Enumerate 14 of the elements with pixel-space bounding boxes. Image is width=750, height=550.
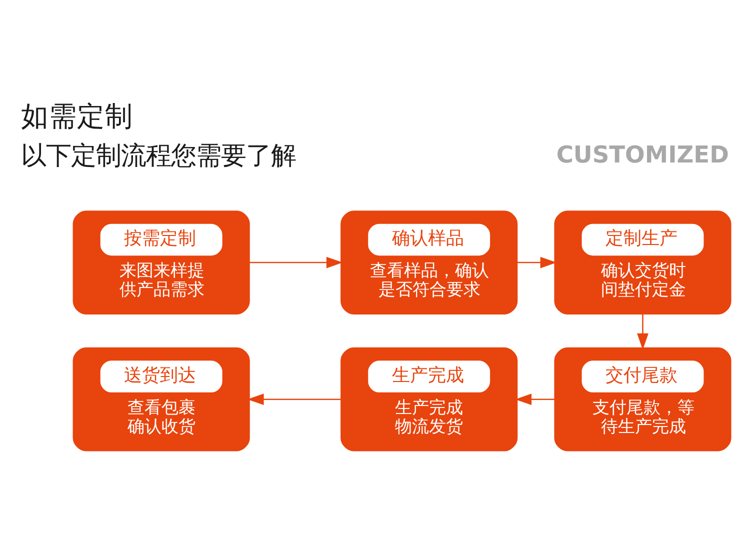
diagram-title: 如需定制	[21, 100, 134, 133]
arrow	[249, 256, 343, 268]
arrow	[247, 394, 341, 406]
arrow	[637, 314, 648, 350]
node-box: 按需定制 来图来样提供产品需求	[72, 210, 250, 314]
label: 以下定制流程您需要了解	[20, 140, 296, 170]
label: CUSTOMIZED	[556, 141, 729, 168]
node-box: 生产完成 生产完成物流发货	[340, 347, 518, 452]
node-box: 交付尾款 支付尾款，等待生产完成	[554, 347, 732, 452]
node-box: 确认样品 查看样品，确认是否符合要求	[340, 210, 518, 314]
arrow	[515, 394, 555, 406]
node-box: 送货到达 查看包裹确认收货	[72, 347, 250, 452]
arrow	[517, 256, 557, 268]
node-box: 定制生产 确认交货时间垫付定金	[554, 210, 732, 314]
